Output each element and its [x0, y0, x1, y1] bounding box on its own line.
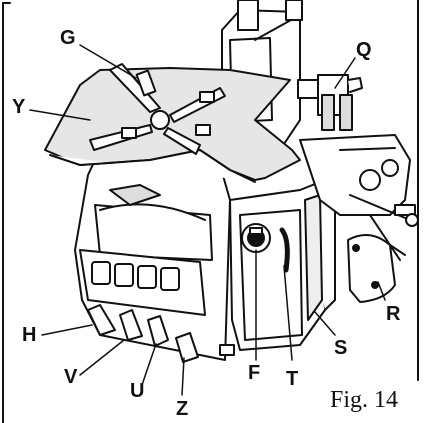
clamping-jaws — [89, 63, 226, 155]
callout-f: F — [248, 362, 261, 384]
callout-t: T — [286, 368, 299, 390]
callout-g: G — [60, 27, 76, 49]
turntable — [44, 67, 301, 183]
callout-v: V — [64, 366, 78, 388]
air-treatment-unit — [297, 74, 363, 131]
lever — [279, 227, 290, 273]
frame-border — [2, 0, 419, 423]
callout-q: Q — [356, 39, 372, 61]
control-panel — [79, 249, 206, 316]
callout-r: R — [386, 303, 401, 325]
callout-u: U — [130, 380, 145, 402]
figure-caption: Fig. 14 — [330, 387, 399, 413]
callout-s: S — [334, 337, 348, 359]
rotary-switch — [241, 223, 271, 253]
bead-breaker-pad — [347, 234, 406, 303]
callout-y: Y — [12, 96, 26, 118]
callout-h: H — [22, 324, 37, 346]
side-control-cabinet — [229, 179, 336, 351]
bead-breaker-arm — [299, 134, 419, 261]
pedals — [87, 304, 235, 363]
leader-lines — [29, 44, 386, 396]
callout-z: Z — [176, 398, 189, 420]
